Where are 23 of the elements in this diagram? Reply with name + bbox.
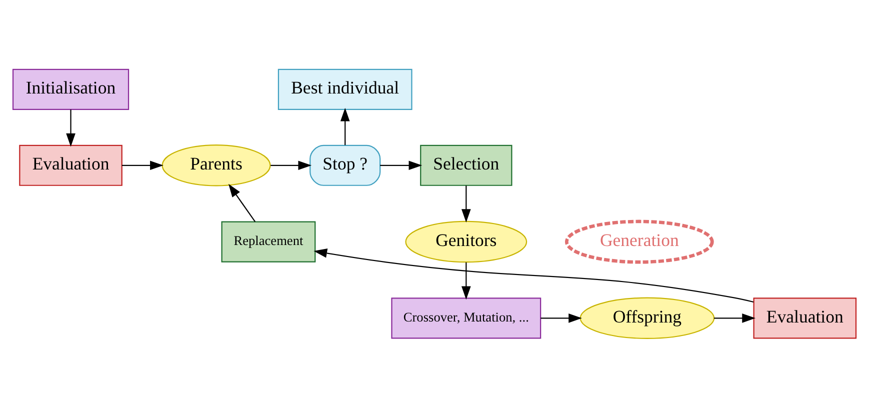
arrow [380, 160, 422, 170]
node-box: Initialisation [12, 68, 130, 110]
arrow [461, 262, 471, 300]
arrow [314, 248, 754, 302]
node-box: Replacement [221, 220, 316, 262]
node-ellipse: Offspring [580, 296, 715, 338]
arrow [66, 109, 76, 146]
node-box: Selection [420, 144, 512, 186]
node-box: Evaluation [19, 144, 122, 186]
arrow [270, 160, 312, 170]
node-ellipse: Genitors [405, 220, 528, 262]
arrow [228, 183, 256, 222]
node-ellipse: Parents [162, 144, 271, 186]
node-box: Crossover, Mutation, ... [391, 297, 542, 338]
arrow [540, 312, 582, 322]
arrow [122, 160, 164, 170]
arrow [461, 185, 471, 222]
arrow [714, 312, 756, 322]
node-box: Best individual [278, 68, 412, 110]
node-ellipse: Generation [564, 219, 714, 264]
node-box: Evaluation [753, 297, 857, 338]
node-box: Stop ? [310, 144, 381, 186]
arrow [340, 107, 350, 145]
